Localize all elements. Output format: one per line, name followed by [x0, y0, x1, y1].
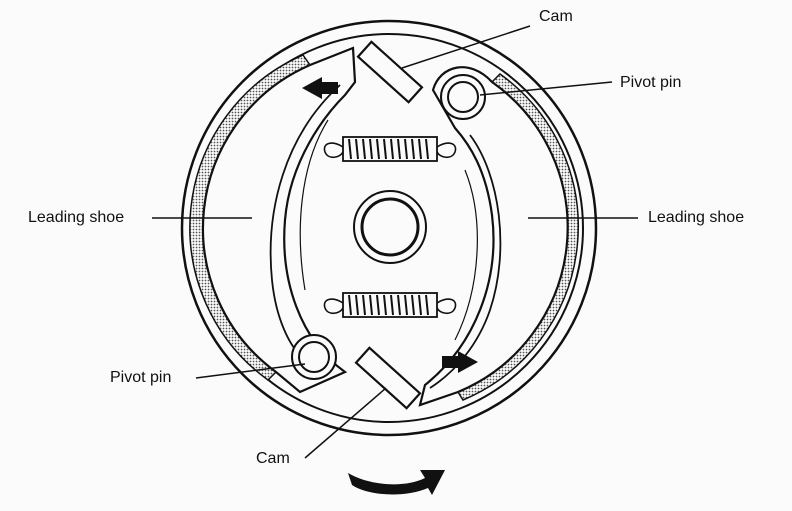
right-leading-shoe — [418, 66, 579, 407]
spring-coil — [425, 138, 429, 160]
pivot-pin-bottom-left — [291, 334, 337, 380]
label-leading-shoe-left: Leading shoe — [28, 209, 125, 226]
spring-coil — [376, 294, 380, 316]
spring-coil — [376, 138, 380, 160]
spring-coil — [348, 294, 352, 316]
label-pivot-pin-bottom-left: Pivot pin — [110, 369, 172, 386]
spring-coil — [418, 138, 422, 160]
label-cam-bottom: Cam — [256, 450, 290, 467]
left-shoe-web — [269, 84, 341, 356]
spring-coil — [411, 294, 415, 316]
leader-cam-bottom — [304, 387, 387, 459]
cam-top — [356, 40, 424, 104]
spring-coil — [362, 138, 366, 160]
label-pivot-pin-top-right: Pivot pin — [620, 74, 682, 91]
drum-rotation-arrow — [348, 470, 445, 495]
spring-coil — [348, 138, 352, 160]
spring-coil — [411, 138, 415, 160]
spring-coil — [369, 138, 373, 160]
spring-coil — [397, 294, 401, 316]
upper-return-spring — [323, 136, 457, 162]
leader-pivot-top-right — [479, 81, 613, 96]
spring-coil — [355, 138, 359, 160]
spring-coil — [418, 294, 422, 316]
pivot-pin-top-right — [440, 74, 486, 120]
spring-coil — [369, 294, 373, 316]
spring-coil — [397, 138, 401, 160]
hub-inner — [360, 197, 420, 257]
cam-bottom — [354, 346, 422, 410]
spring-coil — [383, 294, 387, 316]
spring-coil — [404, 294, 408, 316]
leader-pivot-bottom-left — [195, 363, 306, 379]
left-leading-shoe — [189, 46, 357, 394]
right-shoe-body — [418, 66, 569, 407]
left-shoe-body — [201, 46, 357, 394]
spring-coil — [383, 138, 387, 160]
spring-coil — [355, 294, 359, 316]
spring-coil — [425, 294, 429, 316]
lower-return-spring — [323, 292, 457, 318]
right-shoe-rotation-arrow — [442, 351, 478, 373]
spring-coil — [390, 138, 394, 160]
right-shoe-inner-rib — [454, 169, 478, 341]
leader-cam-top — [401, 25, 531, 69]
spring-coil — [362, 294, 366, 316]
spring-coil — [390, 294, 394, 316]
label-leading-shoe-right: Leading shoe — [648, 209, 745, 226]
spring-coil — [404, 138, 408, 160]
left-shoe-rotation-arrow — [302, 77, 338, 99]
label-cam-top: Cam — [539, 8, 573, 25]
left-shoe-inner-rib — [299, 119, 329, 291]
